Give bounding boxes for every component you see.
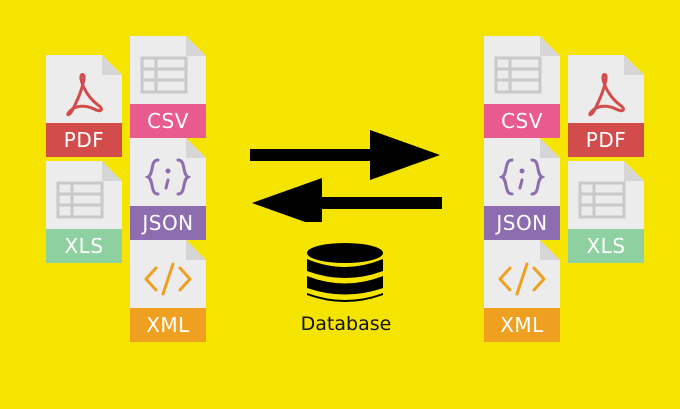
csv-file-left: CSV [130, 36, 206, 138]
file-type-label: XML [130, 308, 206, 342]
file-type-label: XLS [568, 229, 644, 263]
code-tag-icon [144, 262, 192, 296]
pdf-acrobat-icon [66, 73, 103, 117]
arrow-left-icon [252, 178, 442, 222]
file-type-label: PDF [568, 123, 644, 157]
arrow-right-icon [250, 130, 440, 180]
file-type-label: PDF [46, 123, 122, 157]
json-file-left: JSON [130, 138, 206, 240]
pdf-acrobat-icon [588, 73, 625, 117]
file-type-label: JSON [484, 206, 560, 240]
curly-braces-icon [498, 158, 546, 196]
csv-file-right: CSV [484, 36, 560, 138]
exchange-arrows [250, 130, 442, 222]
table-grid-icon [56, 181, 104, 219]
table-grid-icon [494, 56, 542, 94]
file-type-label: XLS [46, 229, 122, 263]
code-tag-icon [498, 262, 546, 296]
pdf-file-left: PDF [46, 55, 122, 157]
file-type-label: CSV [484, 104, 560, 138]
xml-file-right: XML [484, 240, 560, 342]
table-grid-icon [578, 181, 626, 219]
xls-file-left: XLS [46, 161, 122, 263]
file-type-label: JSON [130, 206, 206, 240]
json-file-right: JSON [484, 138, 560, 240]
file-type-label: XML [484, 308, 560, 342]
pdf-file-right: PDF [568, 55, 644, 157]
xml-file-left: XML [130, 240, 206, 342]
table-grid-icon [140, 56, 188, 94]
xls-file-right: XLS [568, 161, 644, 263]
database-icon [307, 243, 383, 302]
file-type-label: CSV [130, 104, 206, 138]
database-label: Database [300, 313, 392, 335]
curly-braces-icon [144, 158, 192, 196]
